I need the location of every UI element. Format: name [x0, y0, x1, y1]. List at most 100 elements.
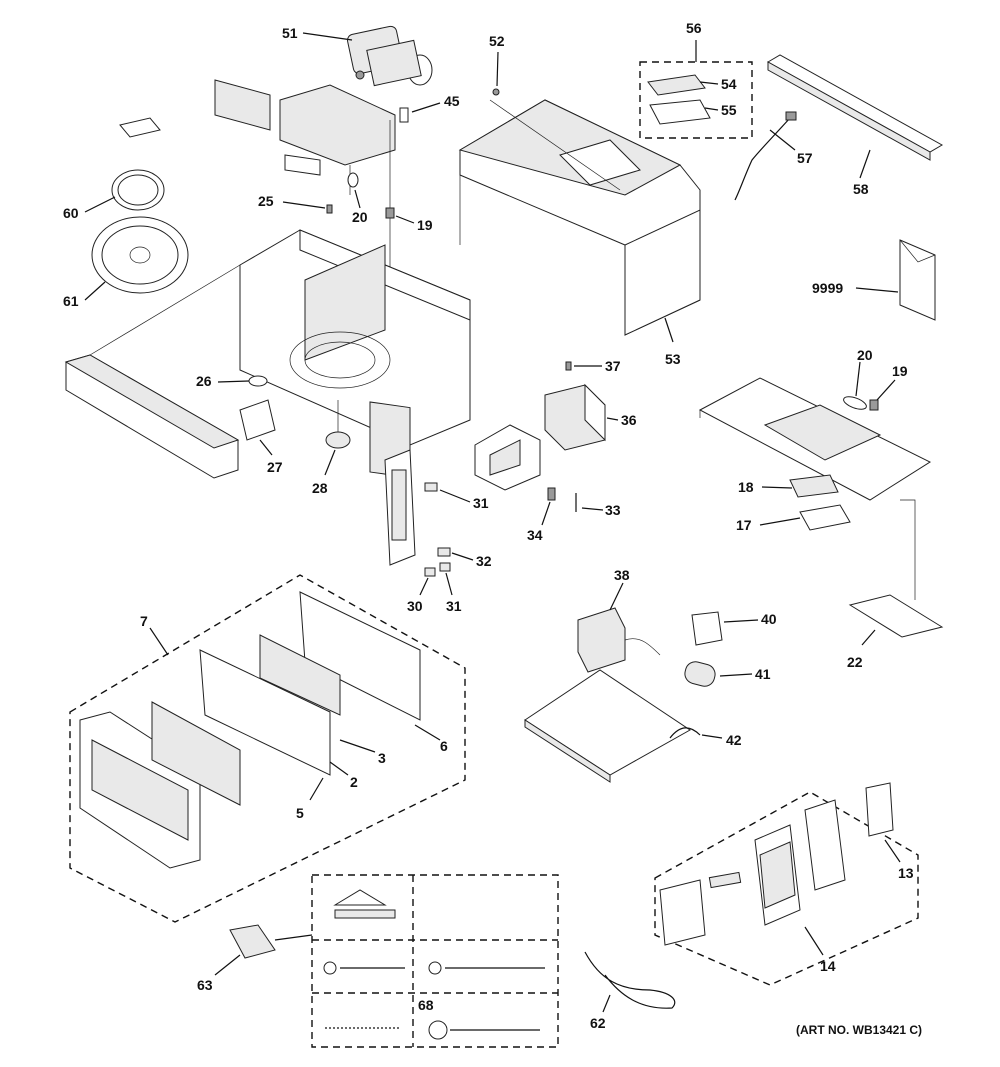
- leader-7: [149, 627, 169, 656]
- magnetron-part-36: [544, 383, 606, 451]
- callout-58: 58: [853, 181, 869, 197]
- bolt-hardware-68: [325, 1020, 540, 1040]
- damper-assembly-part-45: [214, 79, 409, 330]
- bracket-part-34: [547, 487, 556, 501]
- callout-18: 18: [738, 479, 754, 495]
- leader-33: [581, 507, 604, 511]
- latch-board: [384, 449, 416, 566]
- callout-6: 6: [440, 738, 448, 754]
- callout-32: 32: [476, 553, 492, 569]
- leader-30: [419, 577, 429, 596]
- leader-40: [723, 619, 759, 623]
- leader-17: [759, 517, 801, 526]
- callout-9999: 9999: [812, 280, 843, 296]
- door-glass: [151, 701, 241, 806]
- leader-20-upper: [354, 189, 361, 209]
- fuse-part-19-upper: [385, 207, 395, 219]
- callout-63: 63: [197, 977, 213, 993]
- leader-34: [541, 501, 551, 526]
- callout-62: 62: [590, 1015, 606, 1031]
- base-chassis: [524, 669, 691, 783]
- leader-53: [664, 317, 674, 343]
- callout-30: 30: [407, 598, 423, 614]
- callout-28: 28: [312, 480, 328, 496]
- base-plate: [698, 377, 932, 501]
- group-box-control-14: [654, 791, 919, 986]
- manual-part-9999: [899, 239, 936, 321]
- switch-part-31-upper: [424, 482, 438, 492]
- door-choke-part-6: [199, 591, 421, 776]
- control-panel-part-14: [659, 799, 846, 946]
- hardware-bag-part-63: [229, 924, 276, 959]
- callout-57: 57: [797, 150, 813, 166]
- leader-41: [719, 673, 753, 677]
- hardware-kit-box: [311, 874, 559, 1048]
- grease-filter-part-22: [848, 594, 944, 638]
- capacitor-part-41: [684, 661, 716, 687]
- leader-5: [309, 777, 324, 801]
- waveguide-cover-part-27: [239, 399, 276, 441]
- callout-52: 52: [489, 33, 505, 49]
- callout-55: 55: [721, 102, 737, 118]
- turntable-support-part-60: [111, 117, 165, 211]
- screw-part-37: [565, 361, 572, 371]
- leader-20-lower: [855, 361, 861, 397]
- leader-13: [884, 839, 901, 863]
- callout-31-lower: 31: [446, 598, 462, 614]
- callout-51: 51: [282, 25, 298, 41]
- leader-25: [282, 201, 326, 209]
- bracket-part-40: [691, 611, 723, 646]
- vent-grille: [64, 354, 240, 479]
- leader-19-upper: [395, 215, 415, 224]
- callout-22: 22: [847, 654, 863, 670]
- leader-28: [324, 449, 336, 476]
- switch-part-31-lower: [439, 562, 451, 572]
- hv-transformer: [474, 424, 541, 491]
- leader-2: [329, 761, 349, 776]
- leader-42: [701, 734, 723, 739]
- callout-54: 54: [721, 76, 737, 92]
- door-frame: [79, 701, 241, 869]
- vent-part-54: [647, 74, 706, 96]
- art-number: (ART NO. WB13421 C): [796, 1023, 922, 1037]
- leader-6: [414, 724, 441, 741]
- callout-17: 17: [736, 517, 752, 533]
- callout-37: 37: [605, 358, 621, 374]
- callout-56: 56: [686, 20, 702, 36]
- fuse-part-19-lower: [869, 399, 879, 411]
- callout-40: 40: [761, 611, 777, 627]
- leader-9999: [855, 287, 899, 293]
- thermal-part-20-upper: [347, 172, 359, 188]
- callout-53: 53: [665, 351, 681, 367]
- callout-42: 42: [726, 732, 742, 748]
- vent-part-55: [649, 99, 711, 125]
- coupler-part-26: [248, 375, 268, 387]
- leader-32: [451, 552, 474, 561]
- callout-2: 2: [350, 774, 358, 790]
- glass-tray-part-61: [91, 216, 189, 294]
- callout-7: 7: [140, 613, 148, 629]
- leader-3: [339, 739, 376, 753]
- cover-part-17: [799, 504, 851, 531]
- callout-61: 61: [63, 293, 79, 309]
- leader-51: [302, 32, 353, 41]
- group-box-56: [639, 61, 753, 139]
- harness-part-57: [734, 117, 791, 201]
- leader-14: [804, 926, 824, 956]
- screw-part-52: [492, 88, 500, 96]
- diode-part-42: [669, 727, 701, 739]
- wire-harness-part-62: [584, 951, 676, 1009]
- switch-part-32: [437, 547, 451, 557]
- callout-33: 33: [605, 502, 621, 518]
- leader-19-lower: [876, 379, 896, 401]
- turntable-motor-part-28: [325, 431, 351, 449]
- transformer-part-38: [577, 607, 661, 673]
- switch-part-30: [424, 567, 436, 577]
- callout-20-upper: 20: [352, 209, 368, 225]
- leader-36: [606, 417, 619, 421]
- screw-part-25: [326, 204, 333, 214]
- callout-25: 25: [258, 193, 274, 209]
- leader-60: [84, 196, 116, 213]
